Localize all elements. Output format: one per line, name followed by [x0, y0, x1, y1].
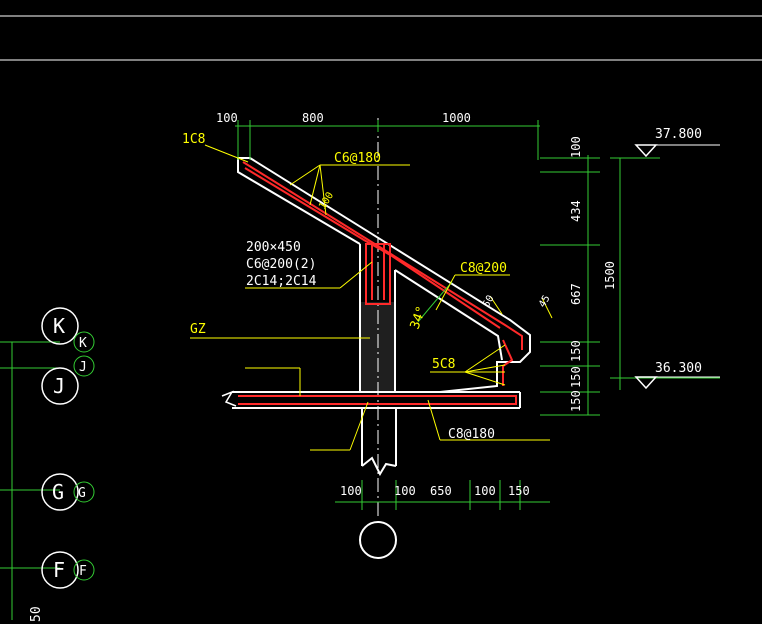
- dim-right-667: 667: [569, 283, 583, 305]
- label-stirrup-top: C6@180: [334, 151, 381, 166]
- axis-small-j: J: [79, 360, 87, 375]
- dim-bottom-650: 650: [430, 484, 452, 498]
- axis-label-g: G: [52, 480, 64, 504]
- dim-bottom-100-b: 100: [394, 484, 416, 498]
- edge-label: 50: [29, 606, 44, 622]
- dim-right-150-a: 150: [569, 340, 583, 362]
- axis-marker-k: [73, 331, 95, 353]
- dim-bottom-100-a: 100: [340, 484, 362, 498]
- axis-bubble-j: [41, 367, 79, 405]
- label-bottom-bar: C8@180: [448, 427, 495, 442]
- label-top-bar: 1C8: [182, 132, 205, 147]
- axis-marker-j: [73, 355, 95, 377]
- dim-bottom-150: 150: [508, 484, 530, 498]
- axis-marker-f: [73, 559, 95, 581]
- label-corner-bars: 5C8: [432, 357, 455, 372]
- dim-top-800: 800: [302, 111, 324, 125]
- dim-top-100: 100: [216, 111, 238, 125]
- axis-marker-g: [73, 481, 95, 503]
- dim-right-100: 100: [569, 136, 583, 158]
- axis-bubble-g: [41, 473, 79, 511]
- axis-bubble-f: [41, 551, 79, 589]
- dim-right-434: 434: [569, 200, 583, 222]
- label-slope-dim-a: 50: [481, 294, 497, 310]
- label-slab-stirrup: C8@200: [460, 261, 507, 276]
- label-beam-stirrup: C6@200(2): [246, 257, 316, 272]
- label-beam-size: 200×450: [246, 240, 301, 255]
- label-stirrup-dim: 100: [317, 190, 336, 211]
- break-symbol: [221, 390, 237, 407]
- rebar: [238, 161, 523, 405]
- dim-bottom-100-c: 100: [474, 484, 496, 498]
- label-gz: GZ: [190, 322, 206, 337]
- axis-small-f: F: [79, 564, 87, 579]
- axis-bubbles: K K J J G G F F: [41, 307, 95, 589]
- grid-bubble-bottom: [359, 521, 397, 559]
- dim-right-150-c: 150: [569, 390, 583, 412]
- axis-label-j: J: [53, 374, 65, 398]
- label-angle: 34°: [408, 304, 430, 331]
- axis-bubble-k: [41, 307, 79, 345]
- elevation-bottom: 36.300: [655, 361, 702, 376]
- elevation-top: 37.800: [655, 127, 702, 142]
- label-beam-bars: 2C14;2C14: [246, 274, 317, 289]
- leader-lines: [190, 144, 553, 451]
- axis-label-k: K: [53, 314, 65, 338]
- dim-right-150-b: 150: [569, 366, 583, 388]
- dim-total-1500: 1500: [603, 261, 617, 290]
- dim-top-1000: 1000: [442, 111, 471, 125]
- label-slope-dim-b: 45: [537, 294, 553, 310]
- axis-small-k: K: [79, 336, 87, 351]
- elevation-marker-bottom: [634, 376, 658, 390]
- axis-label-f: F: [53, 558, 65, 582]
- axis-small-g: G: [78, 486, 86, 501]
- elevation-marker-top: [634, 144, 658, 158]
